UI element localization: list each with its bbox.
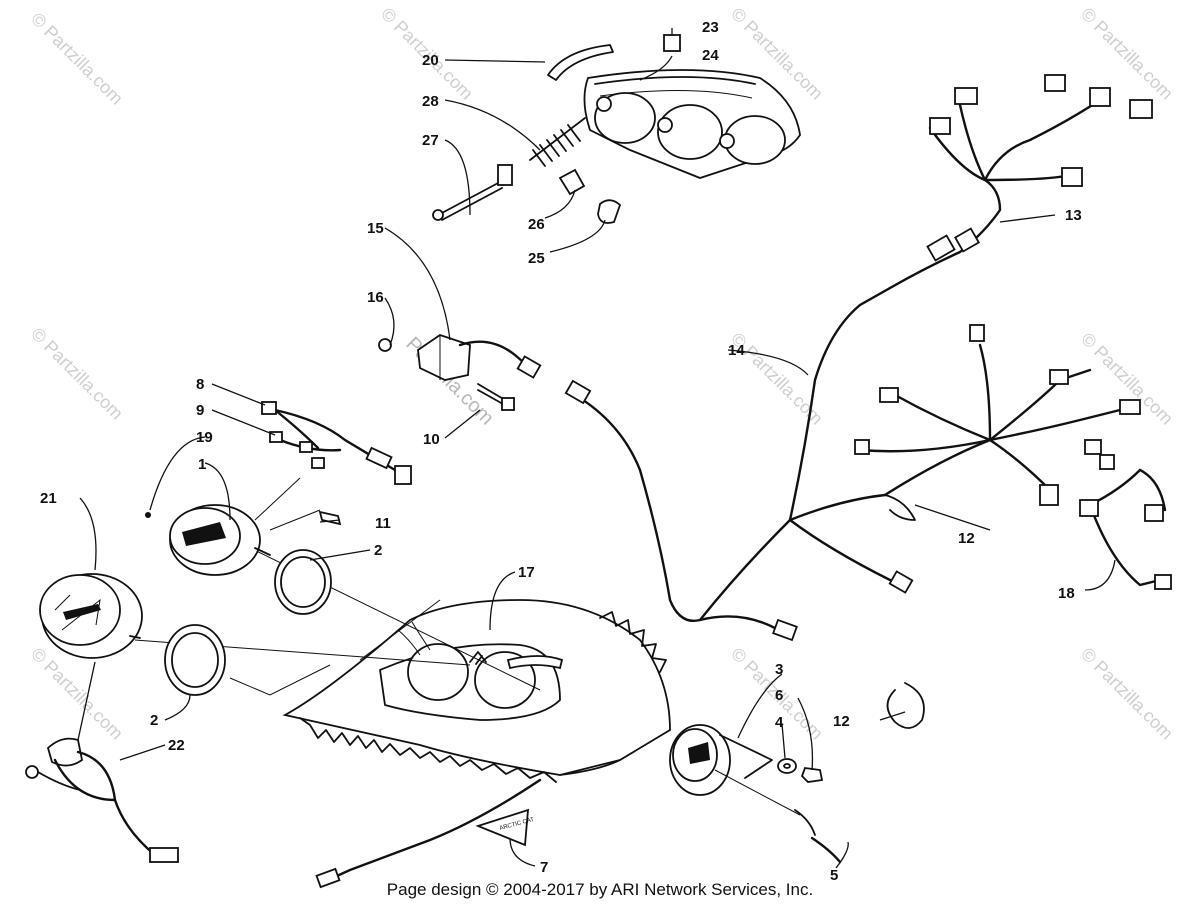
bracket — [719, 734, 773, 779]
leader — [77, 661, 96, 741]
gauge-bezel — [164, 624, 226, 696]
indicator-light — [25, 737, 179, 863]
callout-23: 23 — [702, 19, 719, 36]
trim-strip — [547, 44, 614, 81]
callout-3: 3 — [775, 661, 783, 678]
callout-28: 28 — [422, 93, 439, 110]
watermark: © Partzilla.com — [27, 324, 127, 424]
adjuster-spring — [529, 117, 586, 167]
callout-18: 18 — [1058, 585, 1075, 602]
callout-5: 5 — [830, 867, 838, 884]
callout-21: 21 — [40, 490, 57, 507]
assembly-line — [254, 477, 301, 521]
regulator-bolt — [477, 383, 515, 411]
callout-10: 10 — [423, 431, 440, 448]
callout-11: 11 — [375, 515, 391, 532]
headlight-housing — [583, 69, 801, 179]
callout-26: 26 — [528, 216, 545, 233]
speedometer-gauge — [169, 504, 271, 576]
leader-lines — [79, 28, 1116, 869]
watermark: © Partzilla.com — [27, 644, 127, 744]
callout-27: 27 — [422, 132, 439, 149]
callout-17: 17 — [518, 564, 535, 581]
adjuster-bolt — [432, 164, 513, 221]
callout-6: 6 — [775, 687, 783, 704]
watermark: © Partzilla.com — [27, 9, 127, 109]
gauge-bezel — [274, 549, 332, 615]
callout-16: 16 — [367, 289, 384, 306]
assembly-line — [269, 509, 321, 531]
callout-13: 13 — [1065, 207, 1082, 224]
page-footer: Page design © 2004-2017 by ARI Network S… — [386, 880, 814, 899]
callout-1: 1 — [198, 456, 206, 473]
instrument-panel — [282, 599, 671, 783]
callout-15: 15 — [367, 220, 384, 237]
voltage-regulator — [378, 334, 542, 381]
callout-12: 12 — [958, 530, 975, 547]
fuel-gauge — [669, 724, 842, 864]
callout-12: 12 — [833, 713, 850, 730]
callout-8: 8 — [196, 376, 204, 393]
callouts: 1 2 2 3 4 5 6 7 8 9 10 11 12 12 13 14 15… — [40, 19, 1082, 884]
callout-2: 2 — [374, 542, 382, 559]
callout-22: 22 — [168, 737, 185, 754]
callout-7: 7 — [540, 859, 548, 876]
tachometer-gauge — [39, 573, 143, 659]
panel-connector — [315, 867, 341, 889]
callout-14: 14 — [728, 342, 745, 359]
callout-20: 20 — [422, 52, 439, 69]
bulb-socket — [558, 168, 622, 224]
callout-9: 9 — [196, 402, 204, 419]
washer — [777, 758, 797, 774]
clip — [663, 34, 681, 52]
decal-badge: ARCTIC CAT — [475, 808, 535, 847]
callout-24: 24 — [702, 47, 719, 64]
main-wiring-harness — [564, 74, 1172, 642]
panel-harness — [326, 778, 542, 882]
retaining-ring — [886, 682, 925, 729]
watermark: © Partzilla.com — [1077, 644, 1177, 744]
assembly-line — [229, 664, 331, 696]
callout-2: 2 — [150, 712, 158, 729]
nut — [800, 767, 824, 783]
callout-19: 19 — [196, 429, 213, 446]
gauge-wiring — [145, 401, 412, 526]
callout-25: 25 — [528, 250, 545, 267]
callout-4: 4 — [775, 714, 784, 731]
